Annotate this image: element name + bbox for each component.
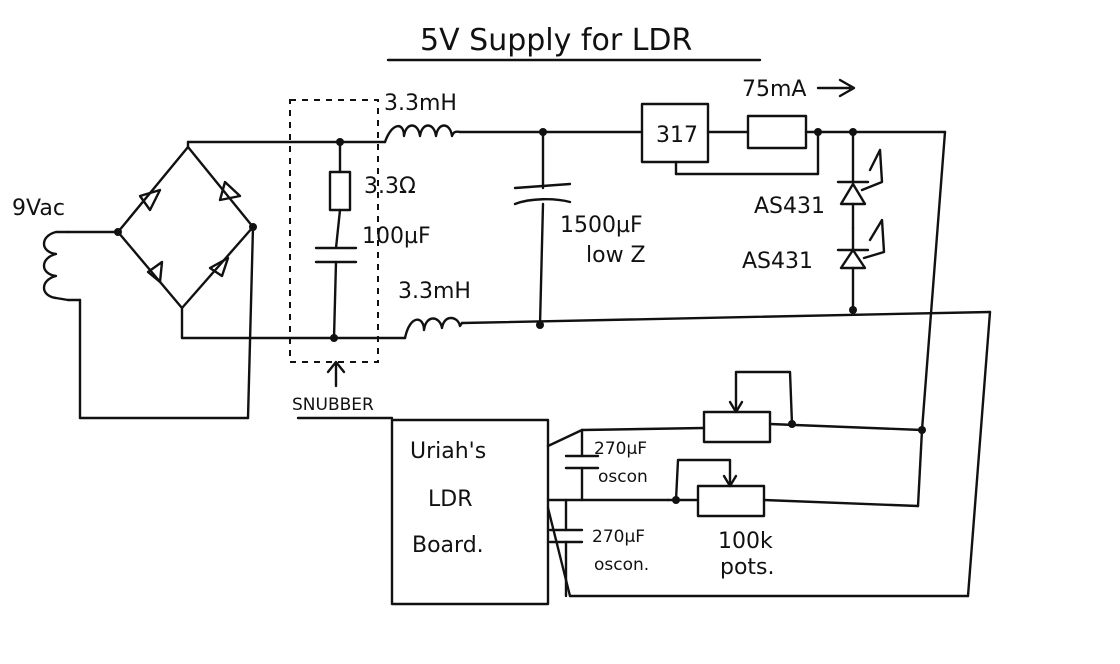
negative-rail [180,310,992,598]
label-snubber-c: 100µF [362,224,431,249]
label-cap-main: 1500µF [560,213,643,238]
label-inductor-top: 3.3mH [384,91,457,116]
label-snubber: SNUBBER [292,395,374,415]
label-ref2: AS431 [742,249,813,274]
label-ref1: AS431 [754,194,825,219]
as431-lower [836,218,886,314]
diagram-title: 5V Supply for LDR [420,23,692,58]
transformer-coil [42,230,250,420]
bridge-rectifier [114,140,257,420]
label-oscon1-note: oscon [598,467,648,487]
pot-lower [666,428,924,518]
label-current: 75mA [742,77,806,102]
current-arrow [816,78,856,98]
label-snubber-r: 3.3Ω [364,174,416,199]
diode-4 [208,256,230,278]
diode-2 [218,180,242,202]
current-set-resistor [746,114,808,150]
snubber-box [289,99,379,363]
board-line-3: Board. [412,533,484,558]
snubber-resistor [328,170,352,212]
label-pots-note: pots. [720,555,775,580]
label-pots: 100k [718,529,773,554]
main-capacitor [513,128,572,329]
board-line-1: Uriah's [410,439,486,464]
as431-upper [836,128,884,230]
inductor-bottom [403,316,464,340]
label-regulator: 317 [656,123,698,148]
board-line-2: LDR [428,487,472,512]
diode-3 [146,260,164,284]
label-source: 9Vac [12,196,65,221]
label-inductor-bottom: 3.3mH [398,279,471,304]
pot-upper [702,370,926,444]
label-oscon2-note: oscon. [594,555,649,575]
diode-1 [138,188,162,212]
label-oscon1: 270µF [594,439,647,459]
label-oscon2: 270µF [592,527,645,547]
positive-rail [186,130,947,432]
label-cap-main-note: low Z [586,243,646,268]
inductor-top [383,124,462,144]
